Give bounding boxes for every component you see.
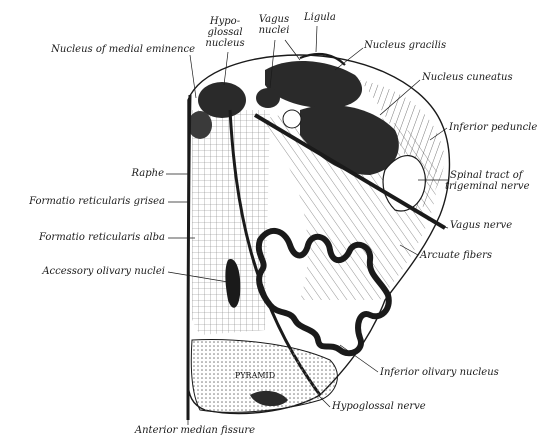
label-inferior-peduncle: Inferior peduncle (449, 122, 537, 133)
label-vagus-nuclei-2: nuclei (252, 25, 296, 36)
label-hypoglossal-nucleus-2: glossal (200, 27, 250, 38)
label-spinal-tract-1: Spinal tract of (450, 170, 523, 181)
label-nucleus-cuneatus: Nucleus cuneatus (422, 72, 513, 83)
label-spinal-tract-2: trigeminal nerve (445, 181, 529, 192)
central-canal (283, 110, 301, 128)
label-hypoglossal-nucleus-1: Hypo- (200, 16, 250, 27)
label-pyramid: PYRAMID (225, 370, 285, 381)
label-hypoglossal-nucleus-3: nucleus (200, 38, 250, 49)
label-formatio-alba: Formatio reticularis alba (5, 232, 165, 243)
label-anterior-median-fissure: Anterior median fissure (130, 425, 260, 436)
label-ligula: Ligula (304, 12, 336, 23)
vagus-nucleus-mass (256, 88, 280, 108)
label-raphe: Raphe (100, 168, 164, 179)
label-nucleus-medial-eminence: Nucleus of medial eminence (40, 44, 195, 55)
label-formatio-grisea: Formatio reticularis grisea (5, 196, 165, 207)
label-vagus-nuclei-1: Vagus (252, 14, 296, 25)
label-arcuate-fibers: Arcuate fibers (420, 250, 492, 261)
label-inferior-olivary: Inferior olivary nucleus (380, 367, 499, 378)
medial-eminence-mass (188, 111, 212, 139)
label-hypoglossal-nerve: Hypoglossal nerve (332, 401, 426, 412)
label-vagus-nerve: Vagus nerve (450, 220, 512, 231)
label-nucleus-gracilis: Nucleus gracilis (364, 40, 446, 51)
label-accessory-olivary: Accessory olivary nuclei (5, 266, 165, 277)
